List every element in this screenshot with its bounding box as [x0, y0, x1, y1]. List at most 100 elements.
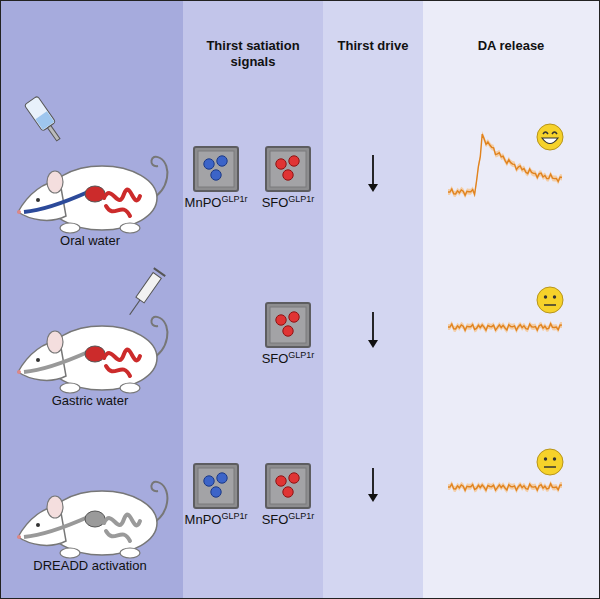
population-label: MnPOGLP1r: [185, 511, 248, 527]
mouse-leg: [120, 383, 140, 393]
neuron-dot: [289, 156, 299, 166]
mouse-leg: [120, 223, 140, 233]
dopamine-trace: [448, 484, 562, 491]
decrease-arrow: [372, 155, 374, 186]
neuron-dot: [211, 170, 221, 180]
neuron-dot: [217, 473, 227, 483]
face-mouth: [544, 304, 556, 306]
population-name: MnPO: [185, 195, 222, 210]
decrease-arrow: [372, 468, 374, 496]
box-inner: [270, 307, 306, 343]
superscript-label: GLP1r: [288, 350, 314, 360]
mouse-leg: [120, 548, 140, 558]
neuron-dot: [283, 326, 293, 336]
population-label: SFOGLP1r: [262, 194, 315, 210]
mouse-eye: [36, 523, 40, 527]
population-label: MnPOGLP1r: [185, 194, 248, 210]
neutral-face: [537, 287, 563, 313]
mouse-leg: [60, 223, 80, 233]
superscript-label: GLP1r: [221, 194, 247, 204]
face-eye: [553, 457, 556, 460]
neuron-dot: [283, 170, 293, 180]
neuron-dot: [276, 159, 286, 169]
neuron-population-box: SFOGLP1r: [265, 146, 311, 192]
syringe: [124, 268, 165, 319]
mouse-illustration: [17, 268, 167, 393]
mouse-illustration: [17, 96, 167, 233]
row-label: Oral water: [5, 233, 175, 249]
stomach: [85, 511, 105, 527]
population-name: SFO: [262, 351, 289, 366]
neuron-dots: [267, 304, 309, 346]
mouse-illustration: [17, 482, 167, 558]
neuron-dot: [283, 487, 293, 497]
decrease-arrowhead: [368, 184, 378, 192]
mouse-leg: [60, 383, 80, 393]
neutral-face: [537, 449, 563, 475]
esophagus: [24, 192, 88, 212]
superscript-label: GLP1r: [288, 194, 314, 204]
face-eye: [543, 132, 557, 134]
face-disc: [537, 449, 563, 475]
column-band: [323, 0, 423, 599]
neuron-population-box: SFOGLP1r: [265, 302, 311, 348]
column-band: [0, 0, 183, 599]
neuron-dots: [195, 465, 237, 507]
trace-error-band: [448, 481, 562, 494]
neuron-population-box: MnPOGLP1r: [193, 146, 239, 192]
decrease-arrowhead: [368, 340, 378, 348]
syringe-plunger: [154, 268, 165, 276]
box-inner: [270, 151, 306, 187]
intestine: [104, 515, 140, 541]
neuron-dots: [267, 148, 309, 190]
mouse-nose: [17, 535, 21, 539]
intestine: [104, 190, 140, 216]
row-label: DREADD activation: [5, 558, 175, 574]
esophagus: [24, 352, 88, 372]
neuron-dot: [204, 159, 214, 169]
neuron-dots: [195, 148, 237, 190]
neuron-dot: [289, 473, 299, 483]
face-disc: [537, 124, 563, 150]
box-inner: [198, 468, 234, 504]
box-inner: [270, 468, 306, 504]
superscript-label: GLP1r: [288, 511, 314, 521]
esophagus: [24, 517, 88, 537]
mouse-nose: [17, 210, 21, 214]
population-name: MnPO: [185, 512, 222, 527]
face-mouth: [544, 466, 556, 468]
dopamine-trace: [448, 324, 562, 331]
neuron-dot: [276, 476, 286, 486]
mouse-ear: [47, 331, 63, 353]
column-header: Thirst satiation signals: [197, 38, 309, 71]
mouse-eye: [36, 198, 40, 202]
stomach: [85, 346, 105, 362]
intestine: [104, 350, 140, 376]
column-header: DA release: [451, 38, 571, 54]
water-bottle: [24, 96, 65, 144]
trace-error-band: [448, 321, 562, 334]
population-name: SFO: [262, 195, 289, 210]
neuron-dot: [211, 487, 221, 497]
face-mouth: [542, 138, 558, 144]
neuron-dot: [289, 312, 299, 322]
row-label: Gastric water: [5, 393, 175, 409]
neuron-population-box: SFOGLP1r: [265, 463, 311, 509]
stomach: [85, 186, 105, 202]
mouse-nose: [17, 370, 21, 374]
neuron-dot: [204, 476, 214, 486]
column-band: [423, 0, 600, 599]
column-header: Thirst drive: [328, 38, 418, 54]
happy-face: [537, 124, 563, 150]
neuron-dots: [267, 465, 309, 507]
neuron-population-box: MnPOGLP1r: [193, 463, 239, 509]
superscript-label: GLP1r: [221, 511, 247, 521]
syringe-barrel: [136, 273, 161, 303]
column-band: [183, 0, 323, 599]
mouse-ear: [47, 171, 63, 193]
neuron-dot: [217, 156, 227, 166]
